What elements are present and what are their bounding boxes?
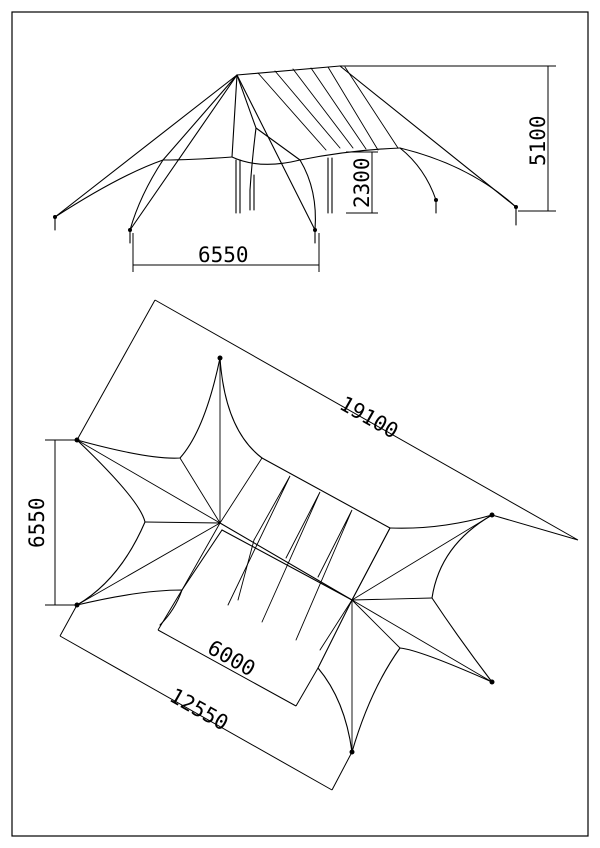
dim-total-height: 5100 bbox=[526, 115, 550, 166]
dim-ridge-length: 6000 bbox=[204, 635, 260, 681]
dim-plan-width: 6550 bbox=[25, 497, 49, 548]
dim-eave-height: 2300 bbox=[350, 157, 374, 208]
dim-plan-diagonal: 12550 bbox=[166, 683, 233, 735]
side-elevation: 6550 5100 2300 bbox=[53, 65, 556, 272]
sheet-border bbox=[11, 11, 589, 837]
dim-plan-length: 19100 bbox=[336, 391, 403, 443]
dim-side-span: 6550 bbox=[198, 243, 249, 267]
plan-view: 19100 6550 6000 12550 bbox=[25, 299, 579, 791]
